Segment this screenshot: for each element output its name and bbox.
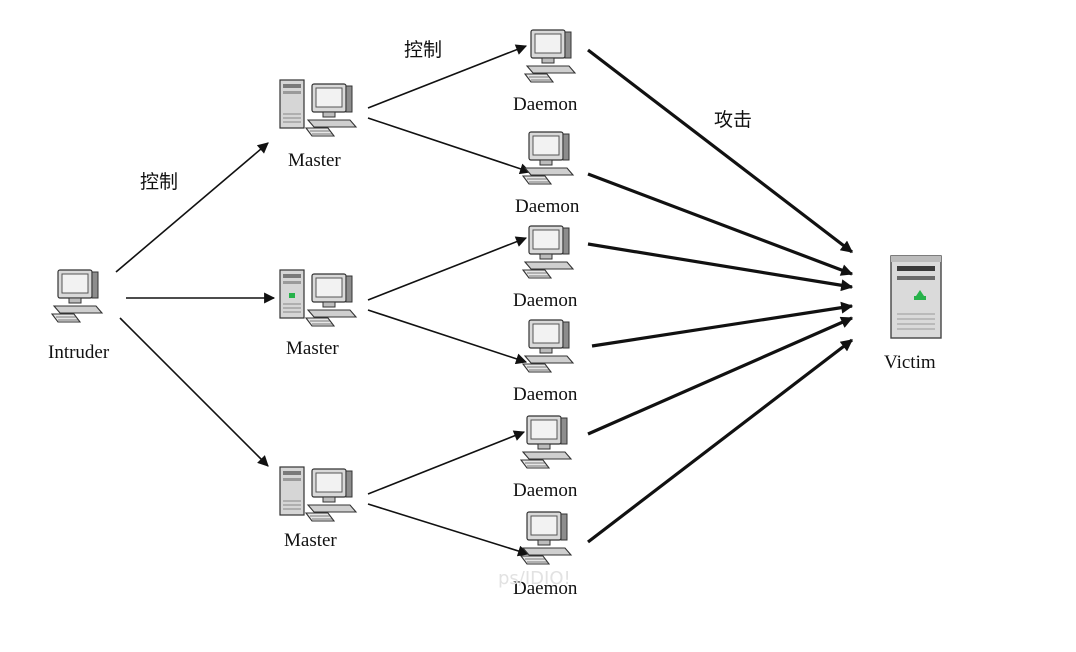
- master-server-icon: [279, 466, 357, 522]
- node-daemon1: Daemon: [513, 29, 578, 115]
- node-master1: Master: [279, 79, 357, 171]
- node-label-daemon2: Daemon: [515, 196, 580, 217]
- edge-daemon3-victim: [587, 242, 854, 292]
- edge-master1-daemon1: [367, 44, 528, 109]
- node-label-master3: Master: [284, 530, 337, 551]
- daemon-computer-icon: [522, 319, 574, 373]
- daemon-computer-icon: [520, 511, 572, 565]
- node-master3: Master: [279, 466, 357, 551]
- node-label-master2: Master: [286, 338, 339, 359]
- edge-master3-daemon5: [367, 430, 526, 495]
- node-label-intruder: Intruder: [48, 342, 110, 363]
- victim-server-icon: [890, 255, 942, 339]
- node-victim: Victim: [884, 255, 942, 373]
- edge-label-daemon-victim: 攻击: [714, 109, 752, 131]
- node-label-daemon3: Daemon: [513, 290, 578, 311]
- edge-master3-daemon6: [367, 503, 530, 557]
- node-label-daemon1: Daemon: [513, 94, 578, 115]
- edge-daemon4-victim: [591, 301, 854, 348]
- edge-daemon2-victim: [587, 172, 854, 276]
- master-server-icon: [279, 79, 357, 137]
- edge-daemon1-victim: [587, 48, 853, 254]
- daemon-computer-icon: [522, 225, 574, 279]
- edge-master2-daemon3: [367, 236, 528, 301]
- node-daemon5: Daemon: [513, 415, 578, 501]
- node-intruder: Intruder: [48, 269, 110, 363]
- node-label-victim: Victim: [884, 352, 936, 373]
- node-daemon4: Daemon: [513, 319, 578, 405]
- node-master2: Master: [279, 269, 357, 359]
- edge-daemon5-victim: [587, 316, 854, 436]
- edge-label-master-daemon: 控制: [404, 39, 442, 61]
- node-label-master1: Master: [288, 150, 341, 171]
- node-daemon6: Daemon: [513, 511, 578, 599]
- edge-intruder-master3: [119, 317, 269, 467]
- edge-daemon6-victim: [587, 338, 853, 544]
- watermark: ps/IDIO!: [498, 568, 571, 589]
- node-label-daemon4: Daemon: [513, 384, 578, 405]
- daemon-computer-icon: [520, 415, 572, 469]
- edge-master2-daemon4: [367, 309, 528, 365]
- node-daemon3: Daemon: [513, 225, 578, 311]
- daemon-computer-icon: [524, 29, 576, 83]
- master-server-icon: [279, 269, 357, 327]
- edge-label-intruder-master: 控制: [140, 171, 178, 193]
- edges: [115, 44, 854, 557]
- node-label-daemon5: Daemon: [513, 480, 578, 501]
- edge-intruder-master1: [115, 142, 269, 273]
- node-daemon2: Daemon: [515, 131, 580, 217]
- edge-master1-daemon2: [367, 117, 532, 175]
- daemon-computer-icon: [522, 131, 574, 185]
- node-label-daemon6: Daemon: [513, 578, 578, 599]
- intruder-computer-icon: [51, 269, 103, 323]
